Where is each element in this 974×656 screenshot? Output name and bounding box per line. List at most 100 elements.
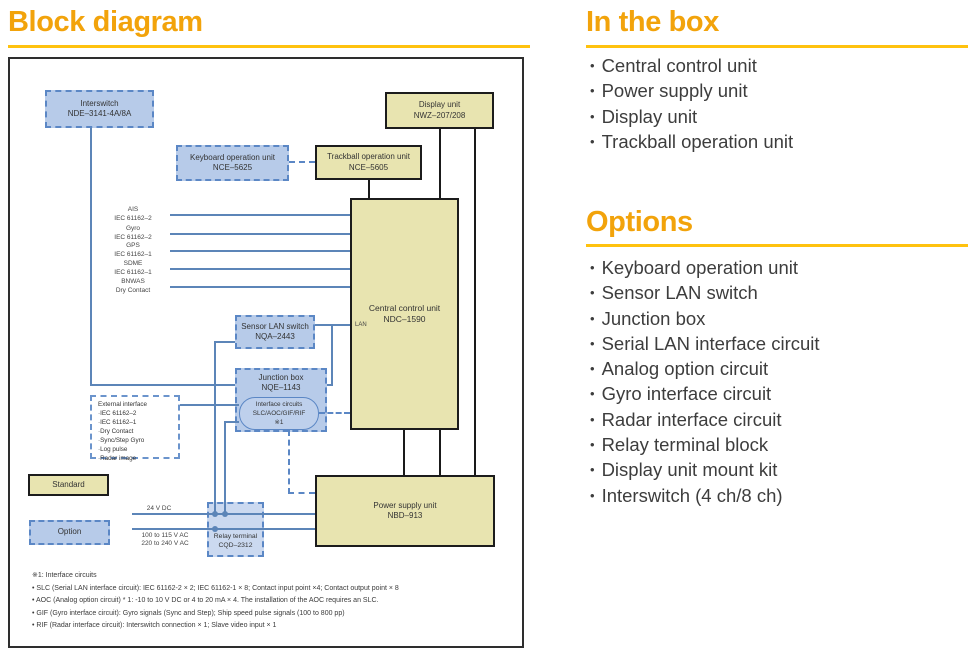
bullet: •: [590, 462, 595, 478]
keyboard-trackball-link: [289, 161, 315, 163]
legend-option: Option: [29, 520, 110, 545]
title-rule: [8, 45, 530, 48]
bullet: •: [590, 411, 595, 427]
ac-power-label: 100 to 115 V AC 220 to 240 V AC: [141, 532, 189, 547]
ext-title: External interface: [98, 401, 148, 408]
bullet: •: [590, 386, 595, 402]
ext-item: ·Dry Contact: [98, 428, 134, 435]
box-model: NDC–1590: [383, 314, 426, 324]
ext-item: ·Log pulse: [98, 446, 128, 453]
external-interface-wire: [180, 404, 239, 406]
legend-standard: Standard: [28, 474, 109, 496]
bullet: •: [590, 83, 595, 99]
list-item: •Display unit mount kit: [590, 459, 778, 481]
footnote-line: ※1: Interface circuits: [32, 572, 97, 579]
signal-label-gyro: Gyro IEC 61162–2: [114, 225, 152, 241]
footnote-line: • GIF (Gyro interface circuit): Gyro sig…: [32, 609, 345, 617]
bullet: •: [590, 361, 595, 377]
list-item: •Keyboard operation unit: [590, 257, 799, 278]
list-item: •Display unit: [590, 105, 698, 127]
gyro-wire: [170, 233, 350, 235]
pill-psu-link-vertical: [288, 430, 290, 494]
list-item: •Interswitch (4 ch/8 ch): [590, 484, 783, 506]
junction-dot: [212, 511, 218, 517]
ext-item: ·IEC 61162–1: [98, 419, 137, 426]
lan-port-label: LAN: [355, 322, 367, 328]
options-title: Options: [586, 206, 693, 238]
box-model: NWZ–207/208: [413, 110, 466, 120]
power-supply-unit-box: Power supply unit NBD–913: [315, 475, 495, 547]
list-item: •Serial LAN interface circuit: [590, 332, 820, 354]
list-item: •Junction box: [590, 307, 706, 329]
external-interface-box: External interface ·IEC 61162–2 ·IEC 611…: [90, 395, 180, 462]
junction-dot: [212, 526, 218, 532]
pill-line3: ※1: [274, 419, 284, 426]
junction-dot: [222, 511, 228, 517]
pill-relay-wire: [224, 421, 226, 515]
signal-label-bnwas: BNWAS Dry Contact: [115, 278, 151, 294]
dc-power-label: 24 V DC: [146, 505, 172, 512]
pill-psu-link-horizontal: [288, 492, 315, 494]
bullet: •: [590, 133, 595, 149]
bullet: •: [590, 310, 595, 326]
sdme-wire: [170, 268, 350, 270]
box-model: NCE–5625: [212, 163, 253, 172]
box-title: Power supply unit: [373, 500, 437, 510]
block-diagram-canvas: Interswitch NDE–3141-4A/8A Display unit …: [8, 57, 524, 648]
box-title: Interswitch: [80, 98, 119, 108]
ac-power-wire: [132, 528, 315, 530]
box-title: Relay terminal: [213, 533, 258, 541]
interswitch-box: Interswitch NDE–3141-4A/8A: [45, 90, 154, 128]
footnote-line: • SLC (Serial LAN interface circuit): IE…: [32, 584, 399, 592]
ais-wire: [170, 214, 350, 216]
box-model: NQE–1143: [261, 383, 301, 393]
in-the-box-list: •Central control unit •Power supply unit…: [588, 54, 793, 155]
in-the-box-title: In the box: [586, 6, 719, 38]
box-title: Junction box: [258, 373, 304, 382]
box-title: Trackball operation unit: [327, 152, 410, 162]
ext-item: ·IEC 61162–2: [98, 410, 137, 417]
box-title: Sensor LAN switch: [241, 321, 309, 331]
central-control-unit-box: Central control unit NDC–1590 LAN: [350, 198, 459, 430]
footnote-line: • RIF (Radar interface circuit): Intersw…: [32, 622, 277, 630]
keyboard-unit-box: Keyboard operation unit NCE–5625: [176, 145, 289, 181]
bullet: •: [590, 335, 595, 351]
bullet: •: [590, 437, 595, 453]
pill-line2: SLC/AOC/GIF/RIF: [252, 410, 306, 417]
options-rule: [586, 244, 968, 247]
display-ccu-cable: [439, 129, 441, 198]
trackball-unit-box: Trackball operation unit NCE–5605: [315, 145, 422, 180]
list-item: •Sensor LAN switch: [590, 282, 758, 304]
junction-lan-stub: [327, 384, 333, 386]
gps-wire: [170, 250, 350, 252]
box-model: NDE–3141-4A/8A: [67, 109, 132, 118]
pill-left-stub: [225, 421, 239, 423]
bullet: •: [590, 260, 595, 275]
sensor-lan-switch-box: Sensor LAN switch NQA–2443: [235, 315, 315, 349]
list-item: •Radar interface circuit: [590, 408, 782, 430]
list-item: •Trackball operation unit: [590, 130, 794, 152]
list-item: •Relay terminal block: [590, 434, 769, 456]
pill-ccu-link: [319, 412, 350, 414]
options-list: •Keyboard operation unit •Sensor LAN swi…: [588, 256, 820, 509]
ext-item: ·Radar image: [98, 455, 137, 462]
box-title: Keyboard operation unit: [190, 152, 275, 162]
list-item: •Central control unit: [590, 55, 757, 76]
bullet: •: [590, 108, 595, 124]
signal-label-ais: AIS IEC 61162–2: [114, 206, 152, 222]
box-model: NBD–913: [387, 511, 423, 520]
signal-label-sdme: SDME IEC 61162–1: [114, 260, 152, 276]
in-the-box-rule: [586, 45, 968, 48]
bullet: •: [590, 285, 595, 301]
ccu-psu-cable-2: [439, 430, 441, 475]
box-model: NQA–2443: [255, 332, 295, 341]
interswitch-drop-wire: [90, 128, 92, 386]
footnotes: ※1: Interface circuits • SLC (Serial LAN…: [32, 570, 518, 633]
box-title: Display unit: [418, 100, 461, 110]
pill-line1: Interface circuits: [255, 401, 303, 408]
list-item: •Power supply unit: [590, 80, 748, 102]
junction-lan-riser: [331, 324, 333, 386]
box-model: CQD–2312: [218, 542, 253, 550]
page-title: Block diagram: [8, 6, 203, 38]
display-psu-cable: [474, 129, 476, 475]
